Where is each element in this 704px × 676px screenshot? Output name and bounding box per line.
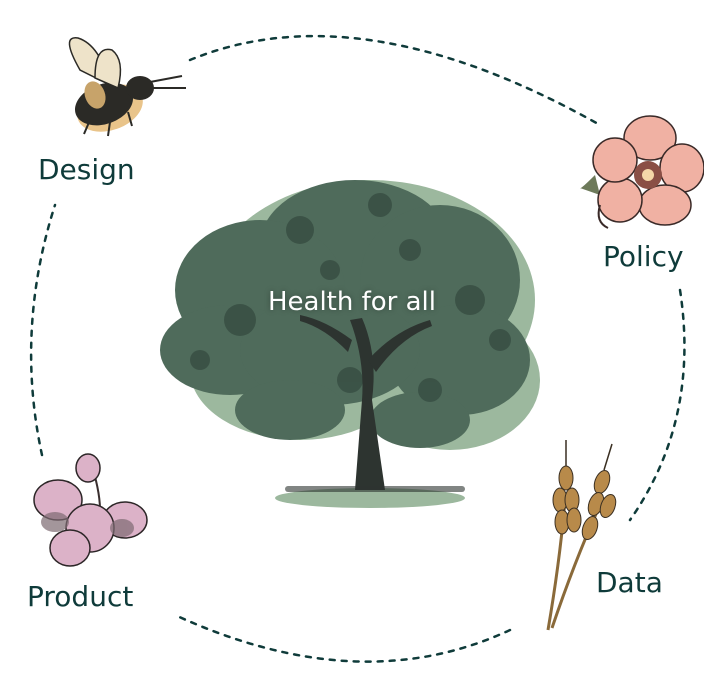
fruit-plant-icon	[33, 453, 148, 567]
tree-foliage	[160, 180, 530, 448]
ring-arc-data-product	[173, 613, 512, 663]
ring-arc-design-policy	[188, 34, 602, 127]
rose-flower-icon	[580, 115, 704, 229]
ring-arc-policy-data	[628, 288, 686, 522]
node-label-data: Data	[596, 566, 663, 599]
ring-arc-product-design	[29, 203, 57, 457]
dashed-ring	[29, 34, 686, 663]
node-label-product: Product	[27, 580, 134, 613]
tree-trunk	[300, 315, 432, 490]
bee-icon	[68, 37, 186, 137]
node-label-design: Design	[38, 153, 135, 186]
node-label-policy: Policy	[603, 240, 684, 273]
tree-illustration	[160, 180, 540, 508]
wheat-icon	[546, 440, 617, 631]
tree-foliage-texture	[190, 193, 511, 402]
center-title: Health for all	[267, 287, 437, 317]
